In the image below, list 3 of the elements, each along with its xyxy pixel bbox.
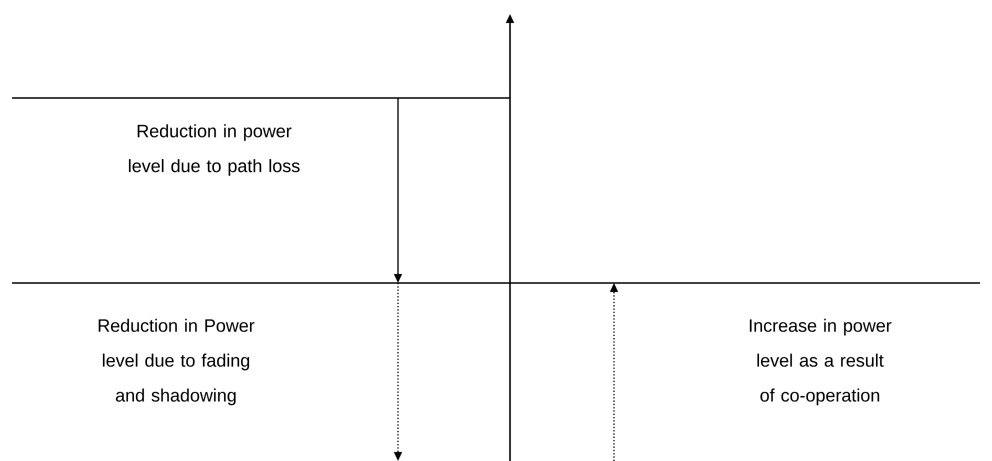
annotation-text: Reduction in power level due to path loss — [128, 124, 300, 176]
annotation-text: Reduction in Power level due to fading and shadowing — [98, 318, 254, 406]
annotation-text: Increase in power level as a result of co-operation — [750, 318, 892, 406]
